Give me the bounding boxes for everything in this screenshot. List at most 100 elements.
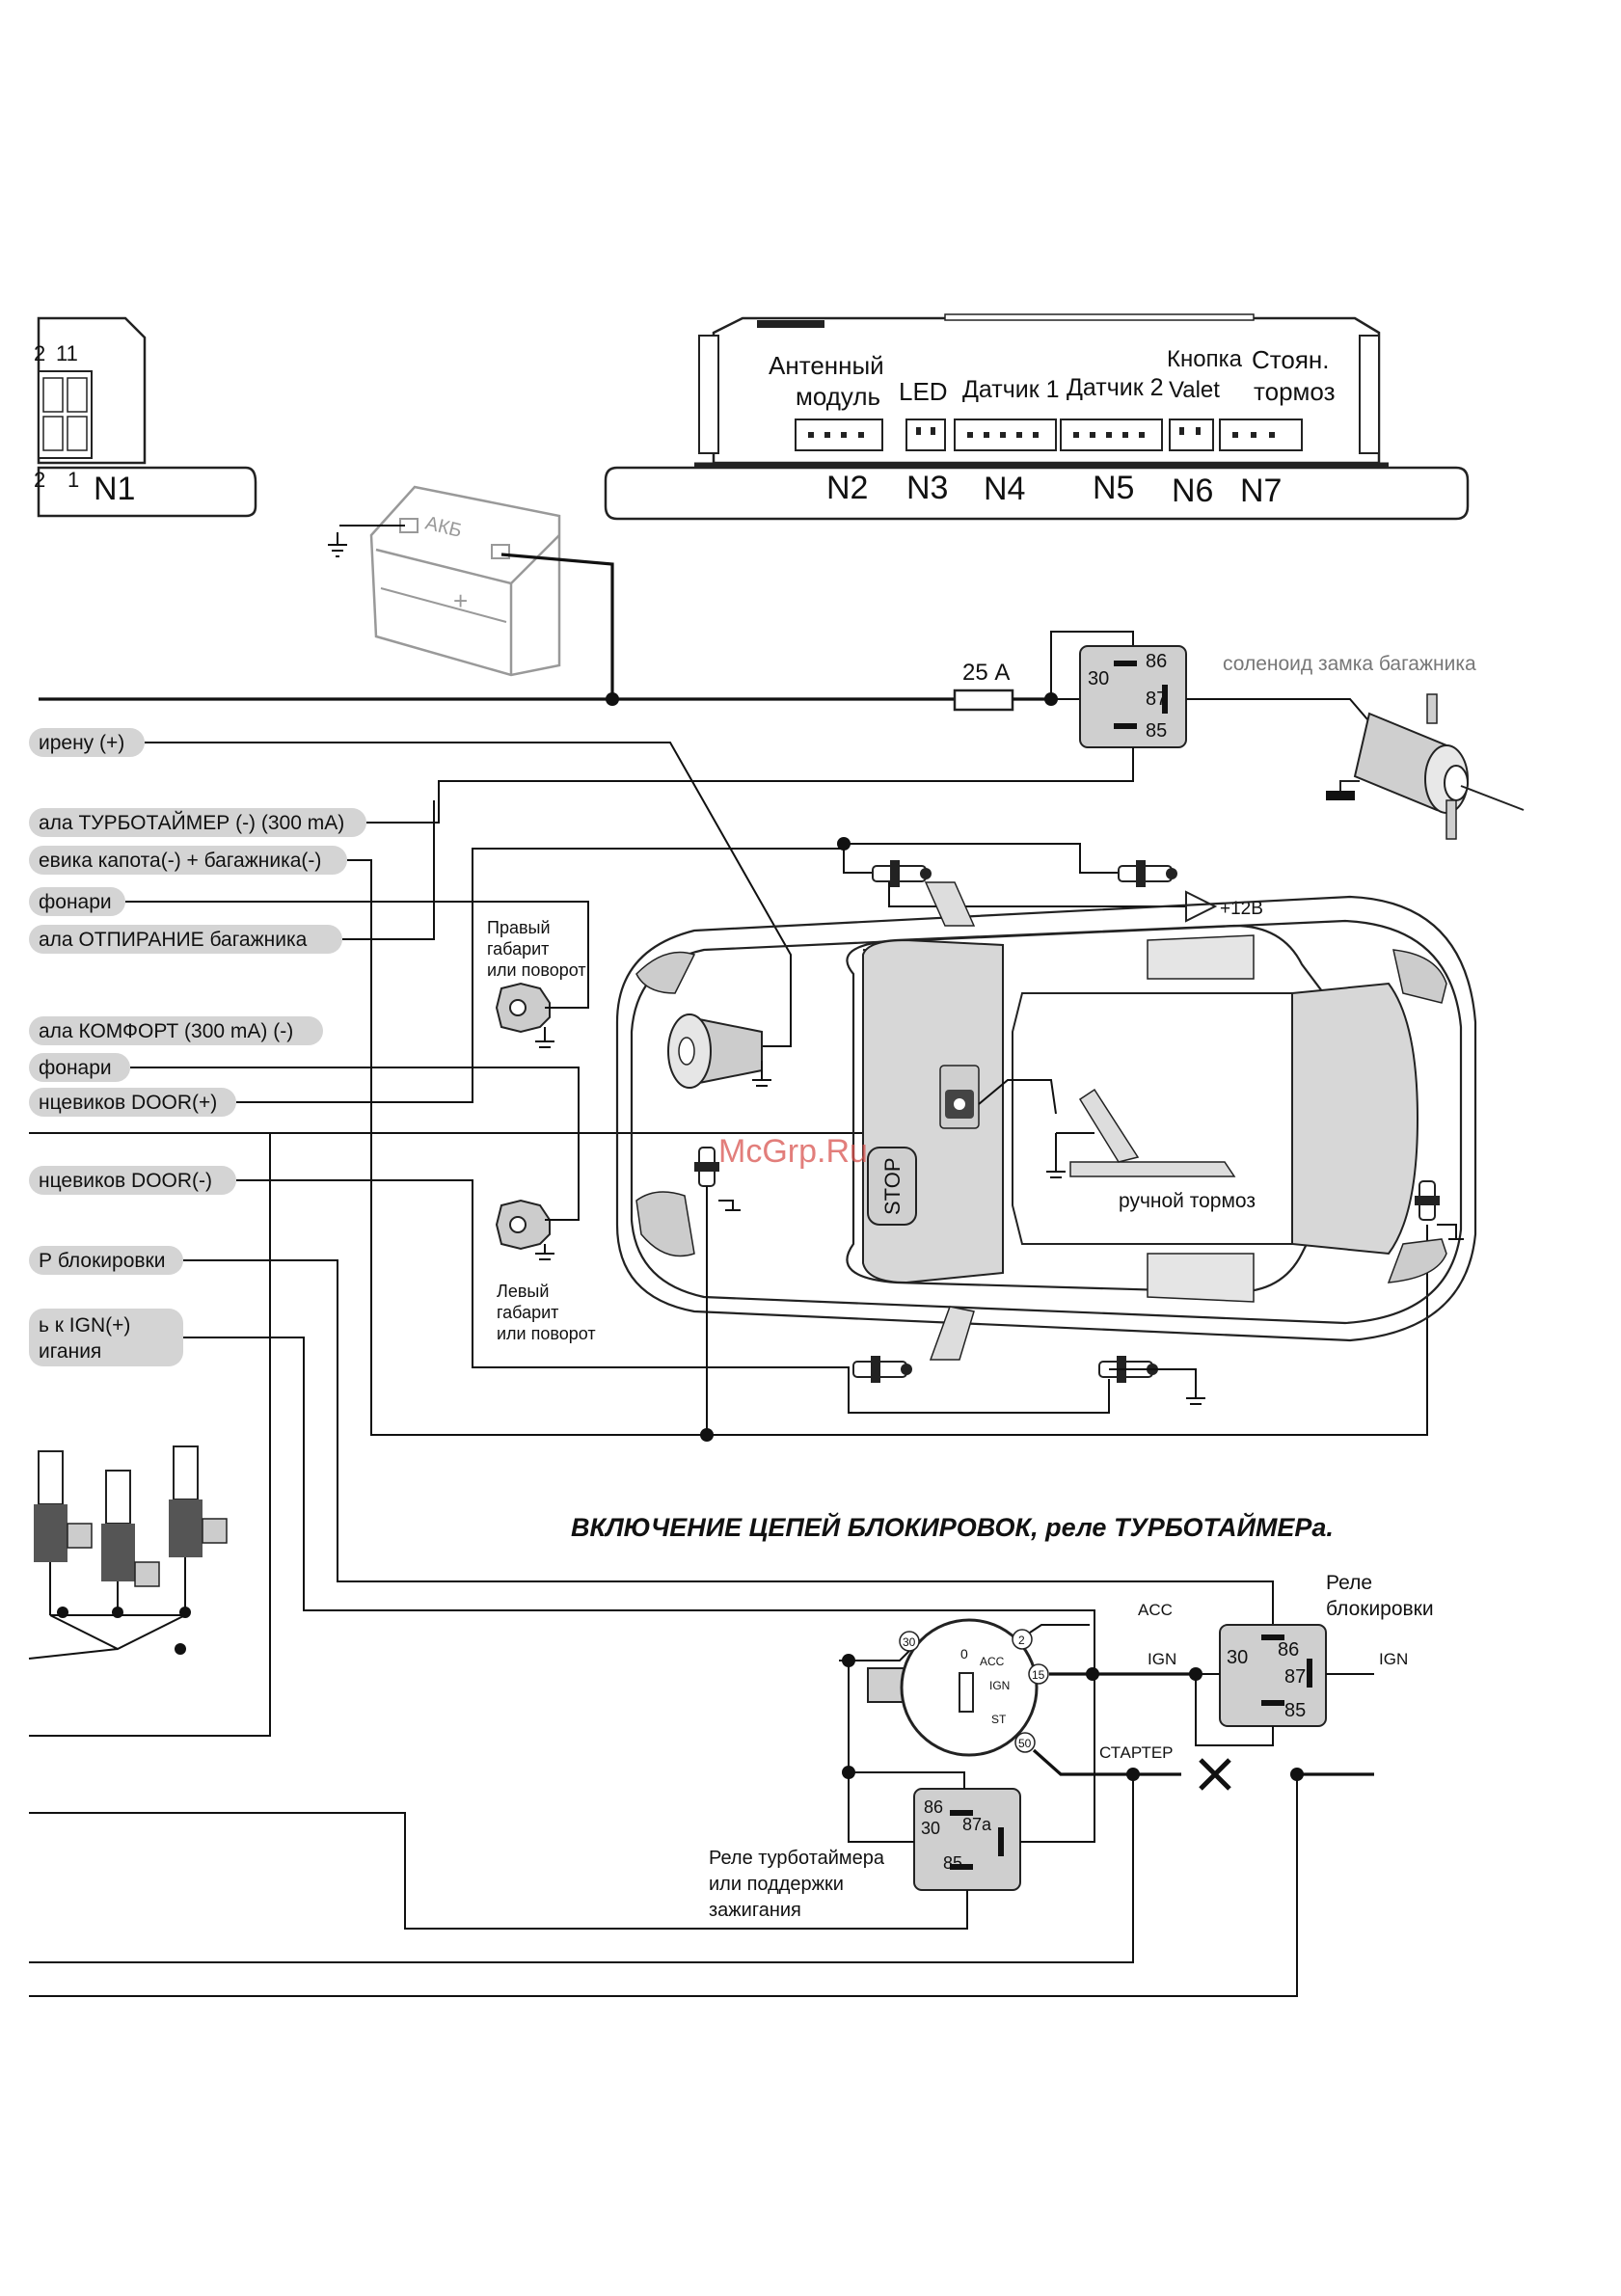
ign-ret-wire (29, 1133, 271, 1737)
label-antenna: Антенный (769, 351, 884, 380)
wire-label: ь к IGN(+) (39, 1314, 130, 1337)
door-switches-bottom (848, 1356, 1205, 1414)
connector-n5-label: N5 (1093, 470, 1134, 506)
cut-icon (1199, 1758, 1231, 1791)
lock-relay-pin30: 30 (1227, 1647, 1248, 1668)
lock-relay-pin87: 87 (1284, 1666, 1306, 1688)
wire (29, 1774, 1298, 1997)
label-brake: Стоян. (1252, 345, 1330, 374)
relay86-feed (1050, 631, 1134, 699)
label-brake-2: тормоз (1254, 377, 1336, 406)
label-valet-2: Valet (1169, 377, 1220, 403)
door-switches-top: +12В (837, 837, 1263, 923)
relay87-out (1186, 698, 1380, 734)
turbo-relay-pin86: 86 (924, 1797, 943, 1817)
trunk-relay: 30 86 87 85 (1079, 645, 1187, 748)
label-valet: Кнопка (1167, 346, 1243, 372)
wire-label: ала ОТПИРАНИЕ багажника (39, 929, 308, 951)
connector-n7-label: N7 (1240, 473, 1282, 509)
wire-label-list: ирену (+) ала ТУРБОТАЙМЕР (-) (300 mA) е… (29, 728, 366, 1366)
lock-relay-wire (183, 1259, 1274, 1639)
junction-dot (1086, 1667, 1099, 1681)
n1-pin-label: 2 (34, 468, 45, 492)
ign-pin50: 50 (1018, 1737, 1032, 1750)
turbo-relay-pin87a: 87a (962, 1815, 992, 1834)
solenoid-label: соленоид замка багажника (1223, 653, 1476, 675)
wire-label: евика капота(-) + багажника(-) (39, 850, 321, 872)
left-lamp-label: габарит (497, 1303, 558, 1322)
connector-n6-label: N6 (1172, 473, 1213, 509)
connector-n3-label: N3 (906, 470, 948, 506)
stop-label: STOP (880, 1157, 905, 1215)
acc-wire (1029, 1624, 1090, 1634)
acc-label: ACC (1138, 1601, 1173, 1619)
ign-pin15: 15 (1032, 1668, 1045, 1682)
label-led: LED (899, 377, 948, 406)
ignition-switch: 30 2 15 50 0 ACC IGN ST (867, 1618, 1049, 1757)
turbo-relay: 86 30 87a 85 (913, 1788, 1021, 1891)
lock-relay-pin85: 85 (1284, 1700, 1306, 1721)
turbo-relay-title: Реле турботаймера (709, 1848, 885, 1869)
ign-pos0: 0 (960, 1646, 968, 1661)
hood-pin-switch (694, 1147, 741, 1442)
turbo-relay-pin30: 30 (921, 1819, 940, 1838)
lock-relay-pin86: 86 (1278, 1639, 1299, 1661)
siren-icon (667, 1013, 771, 1089)
led-button (939, 1065, 1057, 1129)
stop-button: STOP (867, 1147, 917, 1226)
fuse-label: 25 А (962, 660, 1010, 686)
ground-symbol (328, 532, 347, 557)
turbo-relay-title: зажигания (709, 1900, 801, 1921)
ign30-wire (839, 1650, 910, 1661)
trunk-relay-pin87: 87 (1146, 689, 1167, 710)
ign-wire (183, 1337, 1095, 1673)
wire-label: ала КОМФОРТ (300 mA) (-) (39, 1020, 293, 1042)
wire (849, 1771, 965, 1789)
ign-pin30: 30 (903, 1635, 916, 1649)
right-lamp-label: Правый (487, 918, 551, 937)
connector-n4-label: N4 (984, 471, 1025, 507)
label-sensor2: Датчик 2 (1067, 374, 1164, 401)
turbo-relay-pin85: 85 (943, 1853, 962, 1873)
section-title: ВКЛЮЧЕНИЕ ЦЕПЕЙ БЛОКИРОВОК, реле ТУРБОТА… (571, 1511, 1334, 1542)
watermark: McGrp.Ru (718, 1133, 868, 1170)
ign-pin2: 2 (1018, 1634, 1025, 1647)
wire (29, 1774, 1134, 1963)
hand-brake-label: ручной тормоз (1119, 1190, 1256, 1212)
wire (1020, 1674, 1095, 1843)
trunk-relay-pin85: 85 (1146, 720, 1167, 742)
ign-ign: IGN (989, 1679, 1010, 1692)
left-lamp-label: или поворот (497, 1324, 596, 1343)
wire (1195, 1674, 1274, 1746)
trunk-relay-pin30: 30 (1088, 668, 1109, 689)
trunk-solenoid (1326, 693, 1525, 840)
junction-dot (606, 692, 619, 706)
trunk-pin-switch (1415, 1180, 1464, 1240)
starter-wire (1032, 1748, 1181, 1776)
fuse-25a (953, 689, 1014, 712)
wire-label: фонари (39, 1057, 112, 1079)
hood-trunk-wire (347, 859, 1428, 1436)
right-lamp-label: габарит (487, 939, 549, 959)
left-lamp-label: Левый (497, 1282, 549, 1301)
lock-relay-title: блокировки (1326, 1598, 1434, 1620)
wire-label: фонари (39, 891, 112, 913)
wire-label: игания (39, 1340, 101, 1363)
ign-in-label: IGN (1148, 1650, 1176, 1668)
door-lock-actuators (28, 1445, 228, 1660)
siren-wire (145, 742, 792, 1047)
label-antenna-2: модуль (796, 382, 880, 411)
lock-relay-title: Реле (1326, 1572, 1372, 1594)
turbo-wire (366, 800, 440, 824)
lamps-left-wire (130, 1067, 580, 1221)
battery-plus-wire (500, 553, 614, 699)
label-sensor1: Датчик 1 (962, 376, 1060, 403)
battery: + АКБ (369, 485, 561, 677)
connector-n2-label: N2 (826, 470, 868, 506)
connector-n1-label: N1 (94, 471, 135, 507)
wire-label: ирену (+) (39, 732, 124, 754)
wire (848, 1661, 914, 1843)
turbo-relay-title: или поддержки (709, 1874, 844, 1895)
main-module-left: 2 11 2 1 N1 (34, 316, 257, 518)
starter-label: СТАРТЕР (1099, 1743, 1174, 1762)
